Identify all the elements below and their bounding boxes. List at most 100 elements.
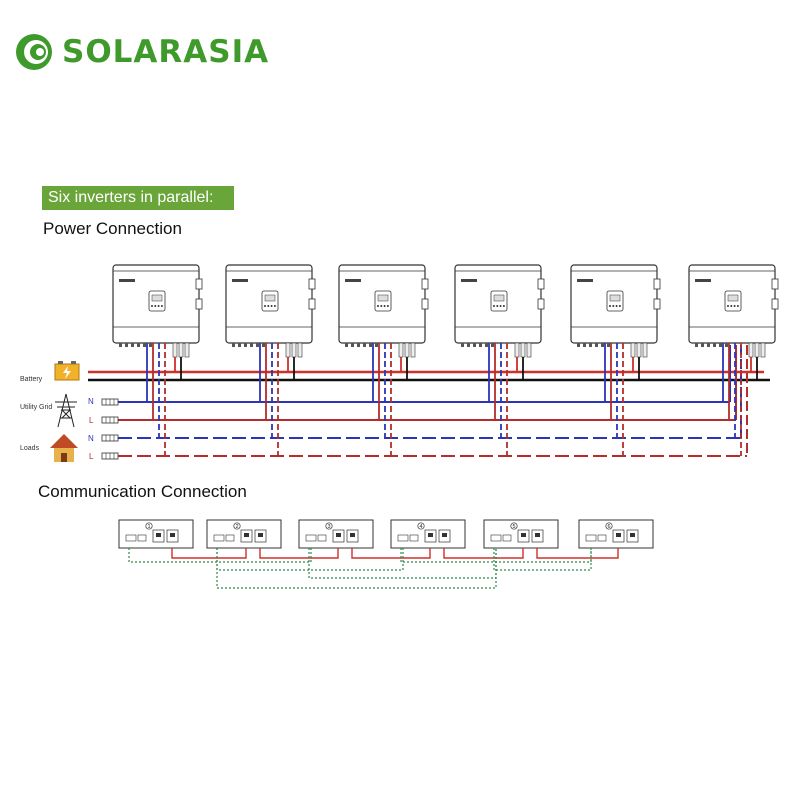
inverter-side-handle xyxy=(195,298,203,310)
dip-switch xyxy=(213,534,225,542)
inverter-screen xyxy=(151,294,163,302)
comm-module: 1 xyxy=(118,519,194,549)
comm-module-number-badge xyxy=(325,522,333,530)
comm-module: 2 xyxy=(206,519,282,549)
inverter-connector xyxy=(595,343,598,347)
rj45-pin xyxy=(630,533,635,537)
inverter-button-dot xyxy=(380,305,383,307)
inverter-brand-mark xyxy=(119,279,135,282)
battery-terminal-plug xyxy=(748,342,754,358)
inverter-connector xyxy=(491,343,494,347)
comm-module-number-badge xyxy=(233,522,241,530)
rj45-pin xyxy=(170,533,175,537)
inverter-connector xyxy=(473,343,476,347)
rj45-pin xyxy=(521,533,526,537)
rj45-pin xyxy=(535,533,540,537)
current-sharing-cable xyxy=(400,548,592,563)
inverter-side-handle xyxy=(421,298,429,310)
inverter-side-handle xyxy=(308,298,316,310)
inverter-button-dot xyxy=(730,305,733,307)
inverter-connector xyxy=(232,343,235,347)
inverter-side-handle xyxy=(308,278,316,290)
inverter-connector xyxy=(238,343,241,347)
comm-module-number: 1 xyxy=(147,524,150,530)
utility-grid-label: Utility Grid xyxy=(20,404,52,411)
comm-module-number: 5 xyxy=(512,524,515,530)
inverter-button-dot xyxy=(273,305,276,307)
comm-module-body xyxy=(206,519,282,549)
parallel-comm-cable xyxy=(171,548,247,559)
inverter-connector xyxy=(719,343,722,347)
inverter-unit xyxy=(570,264,661,456)
comm-module-number-badge xyxy=(417,522,425,530)
inverter-side-handle xyxy=(195,278,203,290)
comm-module-number: 6 xyxy=(607,524,610,530)
battery-terminal-plug xyxy=(630,342,636,358)
battery-terminal-plug xyxy=(526,342,532,358)
dip-switch xyxy=(305,534,317,542)
battery-terminal-plug xyxy=(404,342,410,358)
comm-module-number-badge xyxy=(510,522,518,530)
inverter-button-dot xyxy=(157,305,160,307)
communication-connection-title: Communication Connection xyxy=(38,482,247,501)
inverter-screen xyxy=(264,294,276,302)
inverter-connector xyxy=(137,343,140,347)
inverter-side-handle xyxy=(653,298,661,310)
dip-switch xyxy=(317,534,327,542)
inverter-screen xyxy=(377,294,389,302)
inverter-side-handle xyxy=(771,298,779,310)
inverter-button-dot xyxy=(727,305,729,307)
inverter-unit xyxy=(688,264,779,456)
inverter-connector xyxy=(119,343,122,347)
dip-switch xyxy=(597,534,607,542)
inverter-connector xyxy=(583,343,586,347)
current-sharing-cable xyxy=(128,548,312,563)
inverter-button-dot xyxy=(264,305,266,307)
battery-terminal-plug xyxy=(297,342,303,358)
current-sharing-cable xyxy=(216,548,404,571)
battery-icon xyxy=(54,361,80,381)
inverter-button-dot xyxy=(502,305,505,307)
rj45-pin xyxy=(258,533,263,537)
inverter-connector xyxy=(467,343,470,347)
battery-terminal-plug xyxy=(291,342,297,358)
inverter-connector xyxy=(607,343,610,347)
inverter-connector xyxy=(577,343,580,347)
inverter-button-dot xyxy=(496,305,499,307)
inverter-brand-mark xyxy=(695,279,711,282)
inverter-connector xyxy=(250,343,253,347)
inverter-unit xyxy=(338,264,429,456)
inverter-unit xyxy=(225,264,316,456)
dip-switch xyxy=(490,534,502,542)
dip-switch xyxy=(125,534,137,542)
battery-terminal-plug xyxy=(398,342,404,358)
battery-terminal-plug xyxy=(520,342,526,358)
inverter-button-dot xyxy=(160,305,163,307)
dip-switch xyxy=(409,534,419,542)
inverter-connector xyxy=(461,343,464,347)
inverter-connector xyxy=(375,343,378,347)
inverter-button-dot xyxy=(615,305,618,307)
comm-module-number-badge xyxy=(145,522,153,530)
brand-name: SOLARASIA xyxy=(62,34,270,70)
inverter-button-dot xyxy=(618,305,621,307)
inverter-connector xyxy=(357,343,360,347)
inverter-side-handle xyxy=(771,278,779,290)
dip-switch xyxy=(225,534,235,542)
inverter-button-dot xyxy=(609,305,611,307)
comm-module-body xyxy=(483,519,559,549)
battery-label: Battery xyxy=(20,376,43,383)
inverter-brand-mark xyxy=(577,279,593,282)
brand-logo: SOLARASIA xyxy=(14,30,269,74)
comm-module-number: 3 xyxy=(327,524,330,530)
loads-label: Loads xyxy=(20,445,40,452)
loads-n-label: N xyxy=(88,434,94,443)
rj45-pin xyxy=(156,533,161,537)
inverter-button-dot xyxy=(386,305,389,307)
inverter-connector xyxy=(725,343,728,347)
grid-n-label: N xyxy=(88,397,94,406)
inverter-connector xyxy=(369,343,372,347)
inverter-button-dot xyxy=(736,305,739,307)
banner-six-inverters: Six inverters in parallel: xyxy=(42,186,234,210)
comm-module-number: 2 xyxy=(235,524,238,530)
